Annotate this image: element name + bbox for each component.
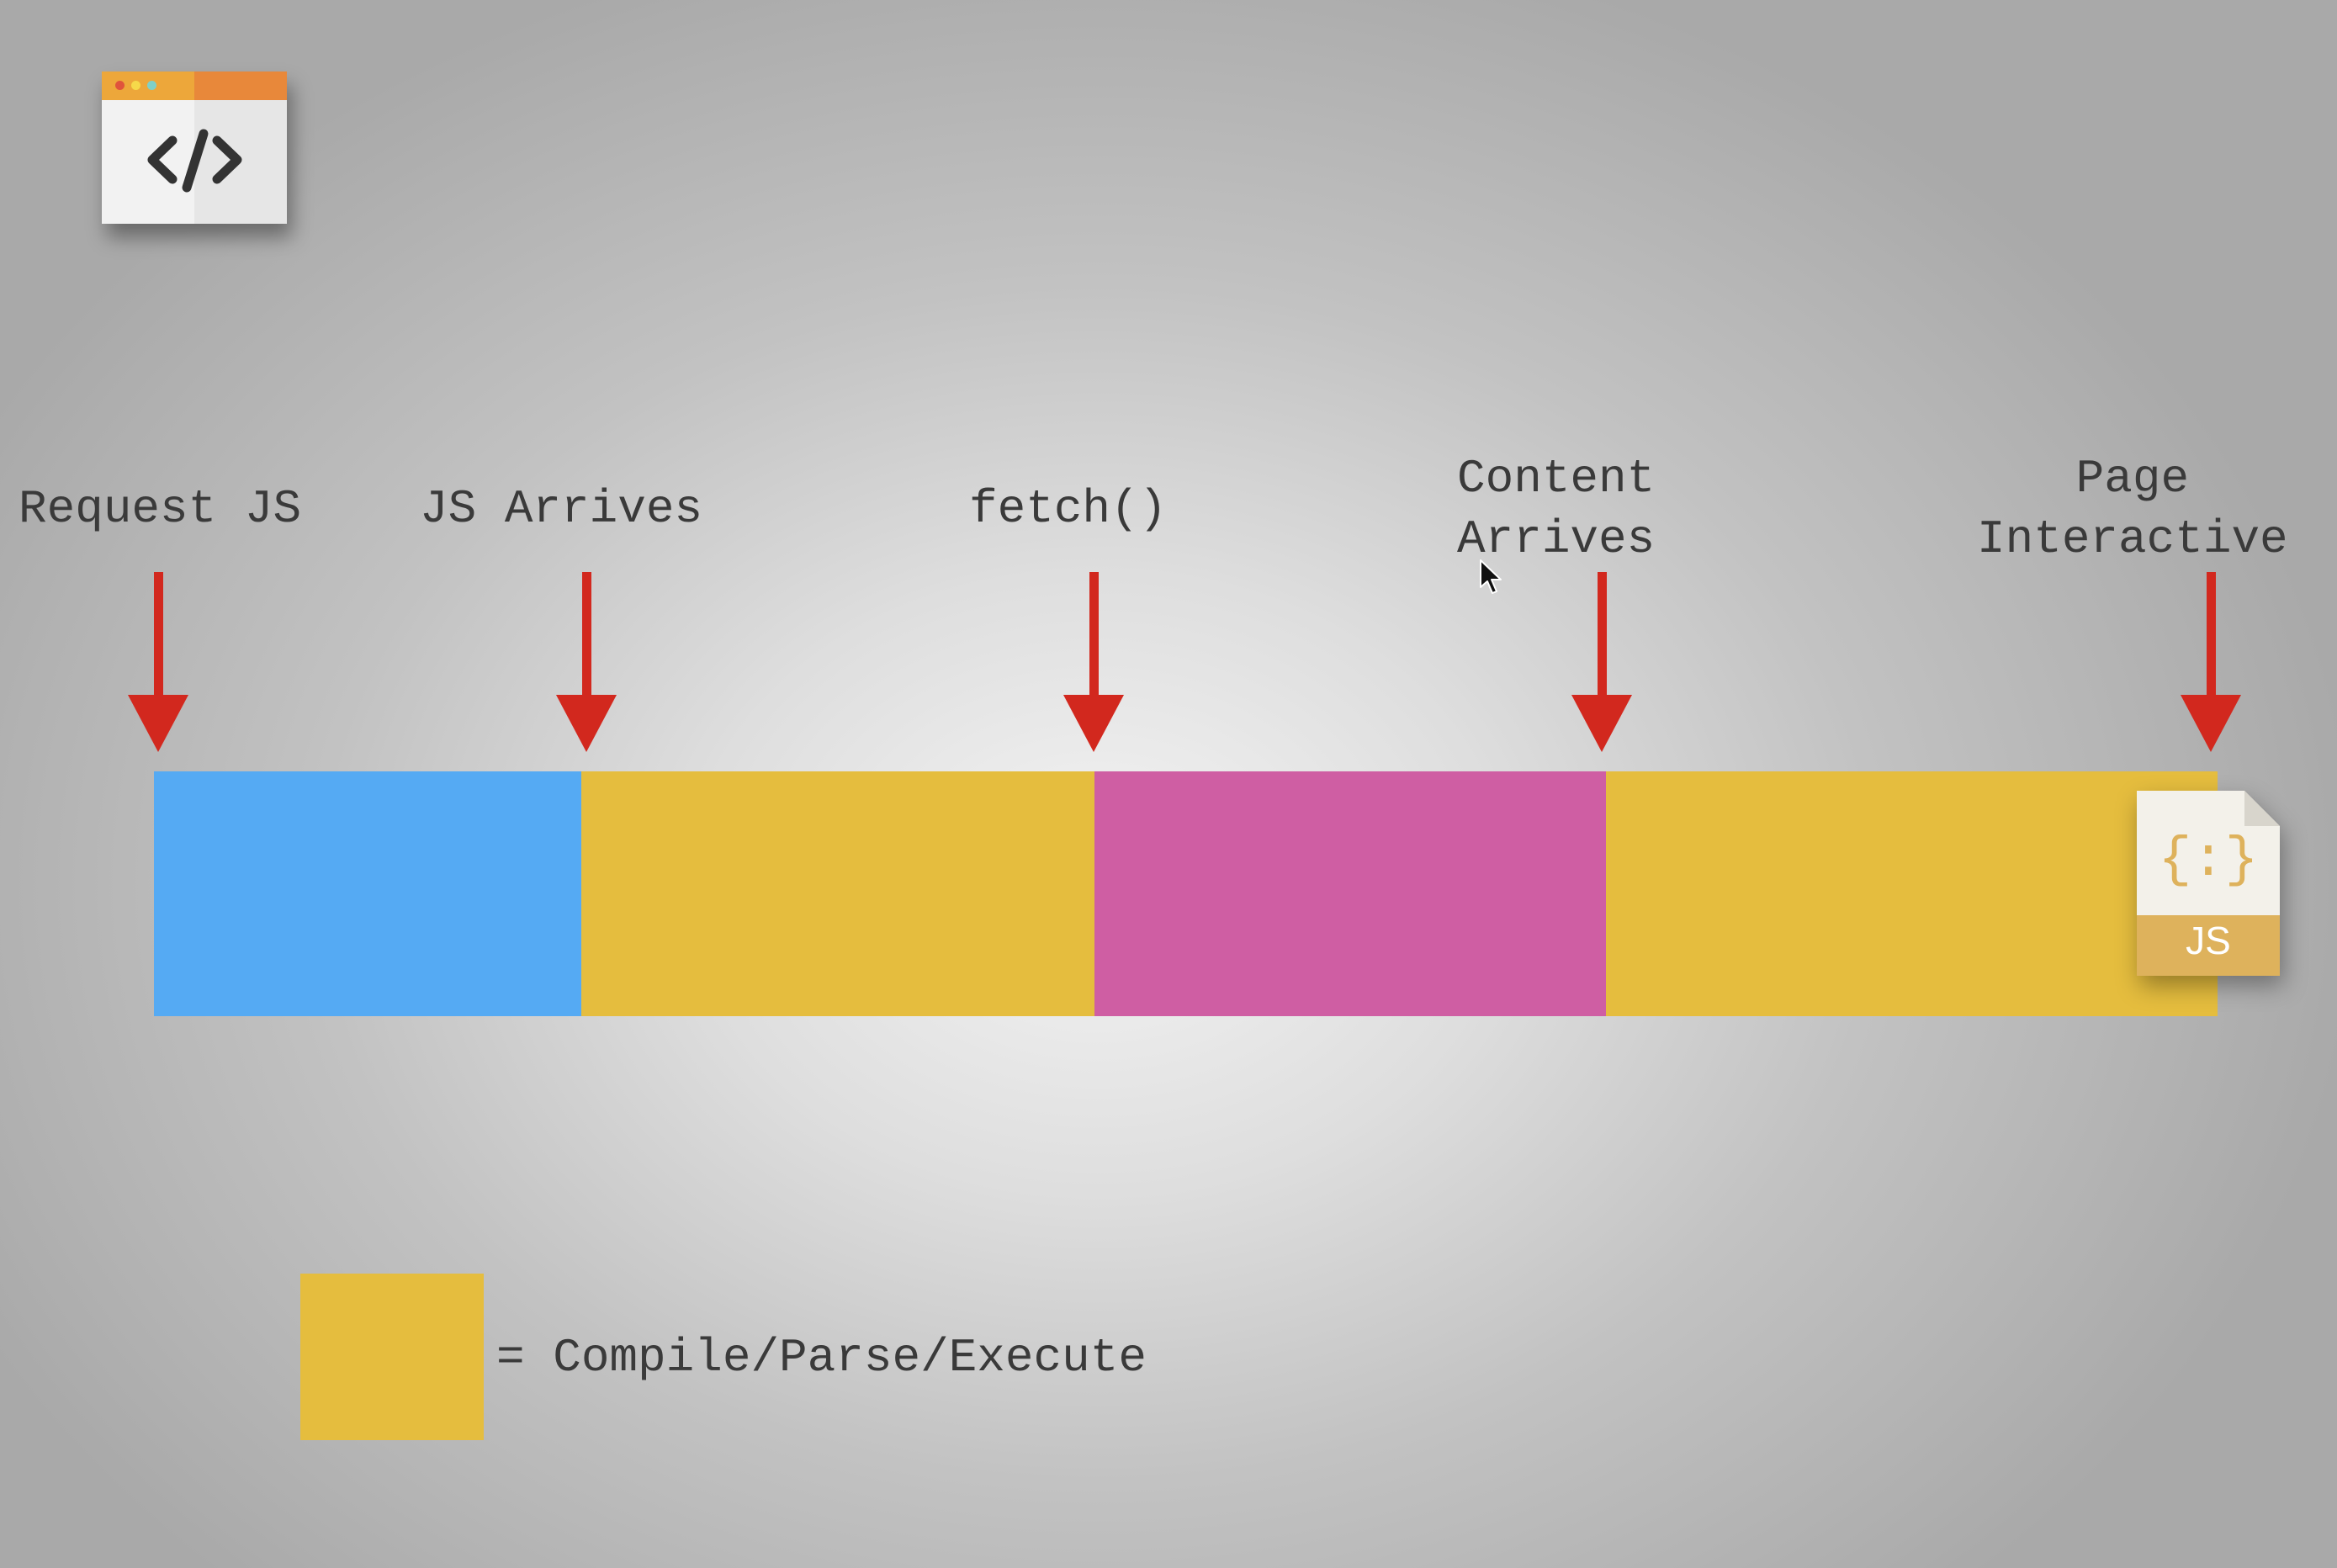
legend-text: = Compile/Parse/Execute: [496, 1331, 1147, 1385]
file-glyph: {:}: [2159, 829, 2259, 892]
arrow-down-icon: [1063, 572, 1124, 752]
milestone-label-request-js: Request JS: [19, 482, 302, 536]
arrow-down-icon: [1571, 572, 1632, 752]
file-type-label: JS: [2186, 919, 2231, 962]
timeline-segment-fetch: [1094, 771, 1606, 1016]
timeline-segment-compile-parse-execute: [1606, 771, 2218, 1016]
milestone-label-fetch: fetch(): [969, 482, 1168, 536]
arrow-down-icon: [2181, 572, 2241, 752]
javascript-file-icon: {:} JS: [2137, 791, 2280, 976]
timeline-segment-request: [154, 771, 581, 1016]
browser-title-bar: [102, 72, 287, 100]
timeline-bar: [154, 771, 2218, 1016]
milestone-label-js-arrives: JS Arrives: [420, 482, 703, 536]
arrow-down-icon: [128, 572, 188, 752]
arrow-down-icon: [556, 572, 617, 752]
file-shape: {:}: [2137, 791, 2280, 976]
legend-swatch: [300, 1274, 484, 1440]
mouse-pointer-icon: [1480, 559, 1502, 594]
browser-code-window-icon: [102, 72, 287, 224]
file-label-band: [2137, 915, 2280, 976]
window-minimize-dot-icon: [131, 81, 140, 90]
timeline-segment-compile-parse-execute: [581, 771, 1094, 1016]
window-maximize-dot-icon: [147, 81, 156, 90]
milestone-label-page-interactive: Page Interactive: [1977, 452, 2288, 566]
code-brackets-icon: [147, 129, 242, 193]
milestone-label-content-arrives: Content Arrives: [1457, 452, 1656, 566]
window-close-dot-icon: [115, 81, 125, 90]
